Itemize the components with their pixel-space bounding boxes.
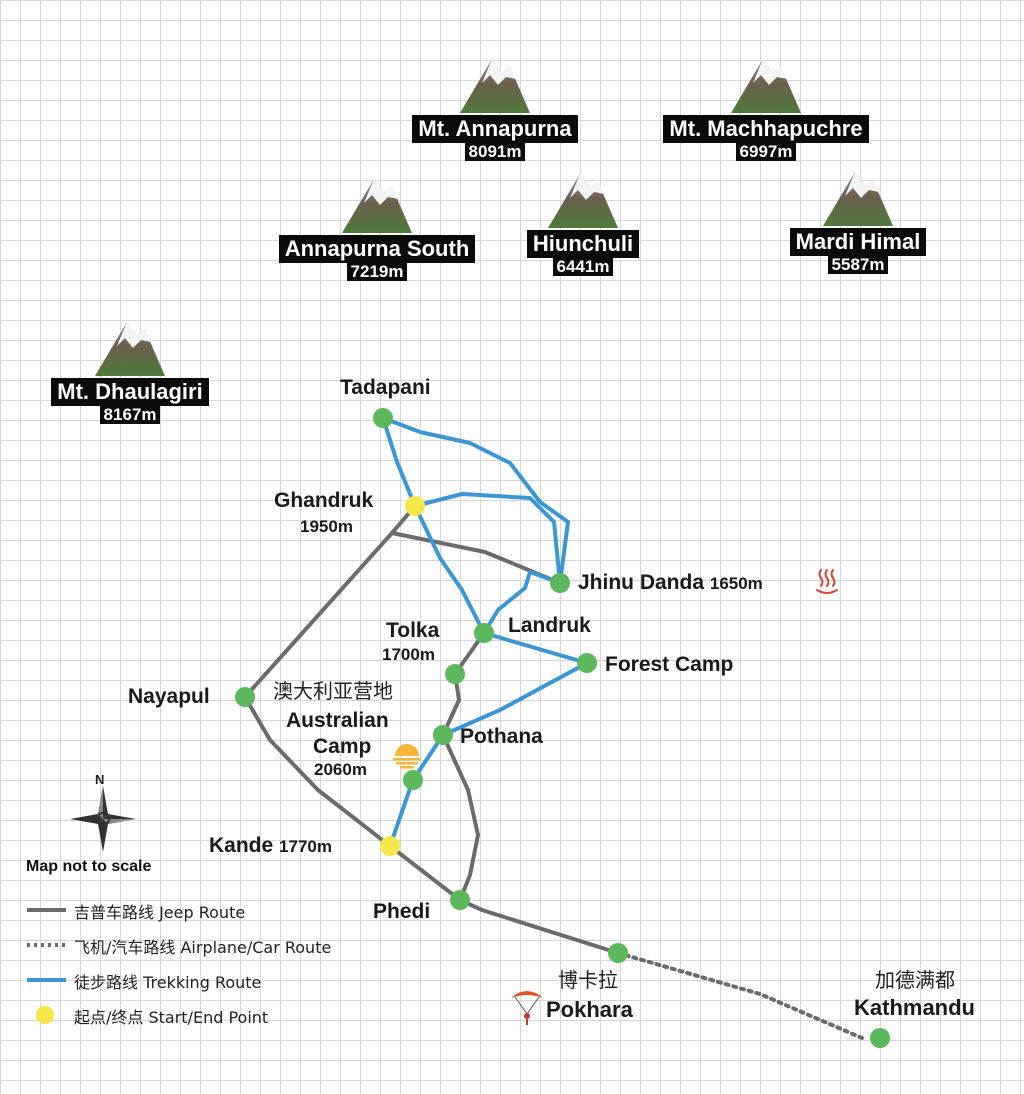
trek-australian-camp-kande <box>388 778 415 848</box>
node-forest-camp <box>577 653 597 673</box>
peak-hiunchuli: Hiunchuli 6441m <box>512 170 654 277</box>
legend-label: 飞机/汽车路线 Airplane/Car Route <box>74 938 332 957</box>
label-kande: Kande 1770m <box>209 834 332 857</box>
map-scale-note: Map not to scale <box>26 858 152 875</box>
label-jhinu-danda: Jhinu Danda 1650m <box>578 571 763 594</box>
paraglider-icon <box>511 991 543 1025</box>
peak-annapurna-south: Annapurna South 7219m <box>266 175 488 282</box>
node-phedi <box>450 890 470 910</box>
peak-annapurna: Mt. Annapurna 8091m <box>400 55 590 162</box>
label-pothana: Pothana <box>460 725 543 748</box>
node-jhinu-danda <box>550 573 570 593</box>
label-australian-camp-line2: Camp <box>313 735 372 758</box>
trek-jhinu-landruk <box>482 570 562 635</box>
peak-mardi-himal: Mardi Himal 5587m <box>768 168 948 275</box>
label-australian-camp-elev: 2060m <box>314 760 367 779</box>
node-tadapani <box>373 408 393 428</box>
label-phedi: Phedi <box>373 900 431 923</box>
compass-north-label: N <box>95 772 105 787</box>
label-forest-camp: Forest Camp <box>605 653 734 676</box>
label-kathmandu-cn: 加德满都 <box>875 968 955 992</box>
legend-swatches <box>27 908 66 1024</box>
trek-forest-camp-pothana <box>441 661 589 737</box>
jeep-route-landruk-pothana <box>441 631 486 737</box>
label-pokhara: Pokhara <box>546 997 633 1022</box>
mountain-icon <box>342 179 412 233</box>
label-tolka-elev: 1700m <box>382 645 435 664</box>
airplane-car-route <box>616 951 864 1040</box>
label-landruk: Landruk <box>508 614 591 637</box>
peak-elevation: 6997m <box>735 142 797 161</box>
legend-label: 起点/终点 Start/End Point <box>74 1008 269 1027</box>
hot-spring-icon <box>816 569 838 594</box>
kande-name: Kande <box>209 834 274 857</box>
node-kande <box>380 836 400 856</box>
peak-name: Mt. Machhapuchre <box>663 115 869 143</box>
trek-tadapani-jhinu <box>381 416 570 585</box>
peak-elevation: 8167m <box>99 405 161 424</box>
legend-start-end-swatch <box>36 1006 54 1024</box>
mountain-icon <box>823 172 893 226</box>
node-kathmandu <box>870 1028 890 1048</box>
mountain-icon <box>95 322 165 376</box>
peak-name: Mt. Annapurna <box>412 115 578 143</box>
peak-elevation: 7219m <box>346 262 408 281</box>
kande-elev: 1770m <box>279 837 332 856</box>
peak-elevation: 5587m <box>827 255 889 274</box>
legend-label: 徒步路线 Trekking Route <box>74 973 262 992</box>
node-ghandruk <box>405 496 425 516</box>
label-australian-camp-cn: 澳大利亚营地 <box>273 679 393 703</box>
mountain-icon <box>548 174 618 228</box>
jhinu-name: Jhinu Danda <box>578 571 705 594</box>
peak-machhapuchre: Mt. Machhapuchre 6997m <box>648 55 884 162</box>
jhinu-elev: 1650m <box>709 574 763 593</box>
peak-name: Mt. Dhaulagiri <box>51 378 209 406</box>
node-tolka <box>445 664 465 684</box>
node-nayapul <box>235 687 255 707</box>
peak-name: Mardi Himal <box>789 228 927 256</box>
label-australian-camp-line1: Australian <box>286 709 389 732</box>
jeep-route-pothana-phedi <box>441 733 480 902</box>
peak-elevation: 6441m <box>552 257 614 276</box>
jeep-route-phedi-pokhara <box>458 898 620 955</box>
node-australian-camp <box>403 770 423 790</box>
sunrise-icon <box>393 744 421 769</box>
node-pokhara <box>608 943 628 963</box>
peak-name: Hiunchuli <box>526 230 640 258</box>
trek-ghandruk-jhinu <box>413 492 562 585</box>
mountain-icon <box>460 59 530 113</box>
mountain-icon <box>731 59 801 113</box>
label-nayapul: Nayapul <box>128 685 210 708</box>
node-landruk <box>474 623 494 643</box>
trek-ghandruk-landruk <box>413 504 486 635</box>
legend-label: 吉普车路线 Jeep Route <box>74 903 246 922</box>
node-pothana <box>433 725 453 745</box>
peak-dhaulagiri: Mt. Dhaulagiri 8167m <box>34 318 226 425</box>
peak-name: Annapurna South <box>278 235 476 263</box>
label-pokhara-cn: 博卡拉 <box>558 968 618 992</box>
trek-tadapani-ghandruk <box>381 416 417 508</box>
label-ghandruk: Ghandruk <box>274 489 374 512</box>
jeep-route-nayapul-phedi <box>243 695 462 902</box>
label-tolka: Tolka <box>386 619 440 642</box>
label-ghandruk-elev: 1950m <box>300 517 353 536</box>
label-tadapani: Tadapani <box>340 376 431 399</box>
peak-elevation: 8091m <box>464 142 526 161</box>
label-kathmandu: Kathmandu <box>854 995 975 1020</box>
trek-landruk-forest-camp <box>482 631 589 665</box>
